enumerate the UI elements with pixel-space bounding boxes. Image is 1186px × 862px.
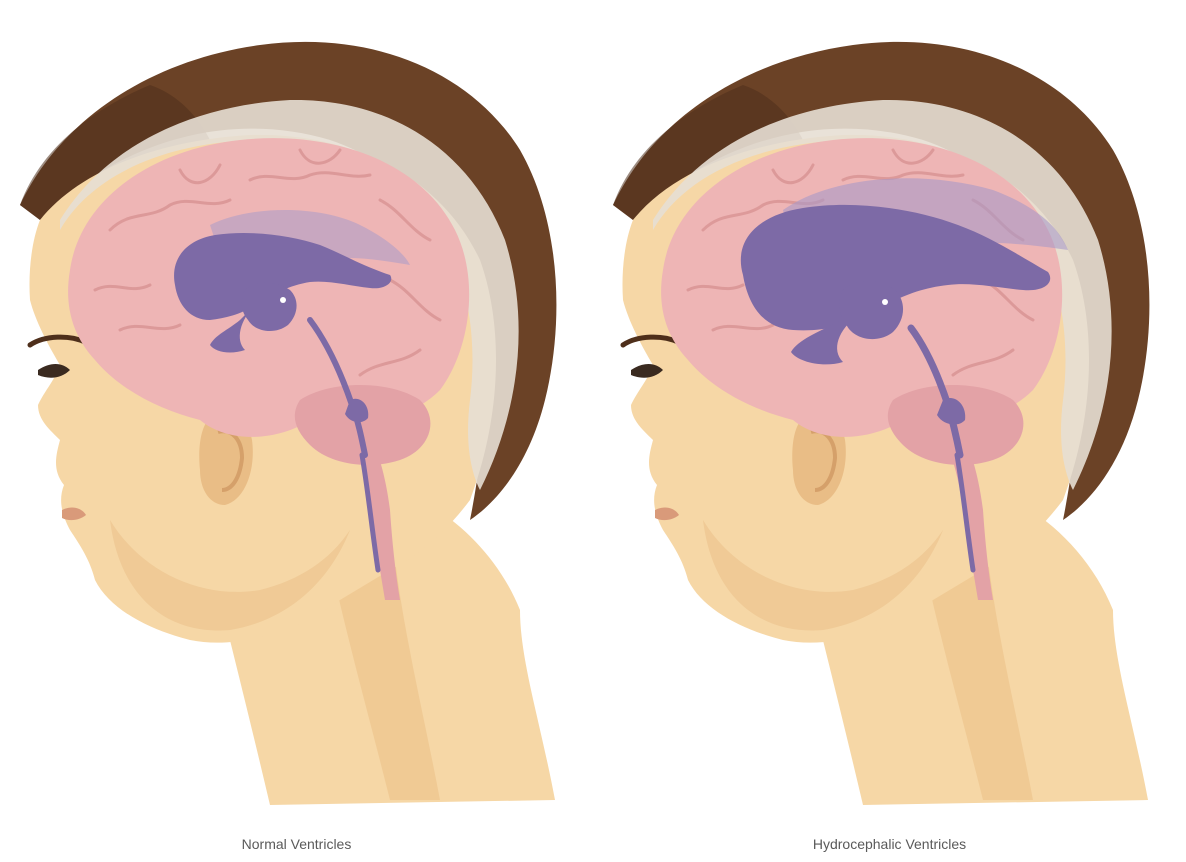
head-illustration-hydrocephalic xyxy=(593,0,1186,830)
panel-hydrocephalic: Hydrocephalic Ventricles xyxy=(593,0,1186,862)
foramen xyxy=(280,297,286,303)
foramen xyxy=(882,299,888,305)
caption-normal: Normal Ventricles xyxy=(0,836,593,852)
panel-normal: Normal Ventricles xyxy=(0,0,593,862)
caption-hydrocephalic: Hydrocephalic Ventricles xyxy=(593,836,1186,852)
head-illustration-normal xyxy=(0,0,593,830)
